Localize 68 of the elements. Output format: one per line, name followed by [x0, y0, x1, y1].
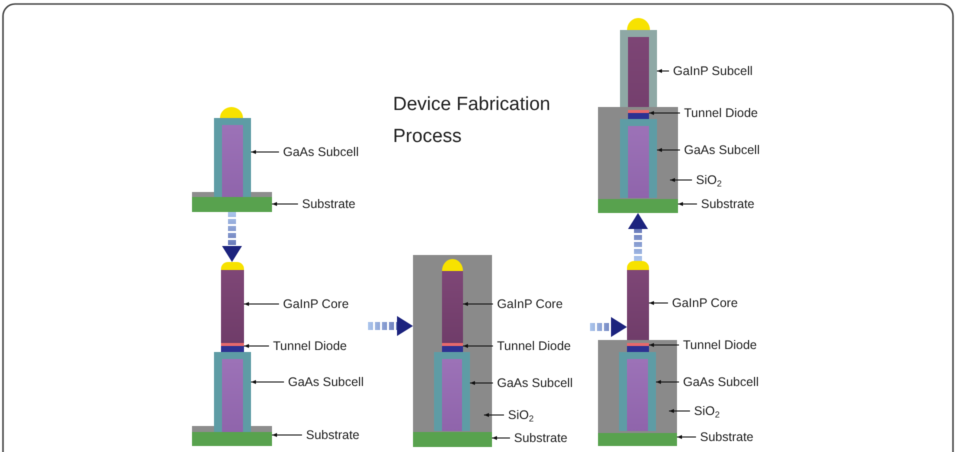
leader-line [656, 148, 680, 152]
part-label: GaAs Subcell [283, 145, 359, 159]
part-label: GaAs Subcell [683, 375, 759, 389]
subcell-layer [214, 352, 251, 432]
core-column [221, 262, 244, 343]
tunnel-diode-layer [627, 343, 649, 352]
part-label: GaInP Core [283, 297, 349, 311]
part-label: GaAs Subcell [684, 143, 760, 157]
subcell-layer [620, 119, 657, 198]
part-label: GaAs Subcell [288, 375, 364, 389]
substrate-layer [598, 199, 678, 213]
leader-line [656, 380, 680, 384]
process-arrow [590, 317, 627, 337]
leader-line [656, 69, 670, 73]
tunnel-diode-layer [442, 343, 463, 352]
part-label: SiO$_{2}$ [694, 404, 720, 418]
leader-line [492, 436, 510, 440]
part-label: GaInP Core [672, 296, 738, 310]
substrate-layer [413, 432, 492, 447]
leader-line [272, 433, 302, 437]
oxide-block [598, 107, 678, 199]
part-label: Tunnel Diode [683, 338, 757, 352]
process-arrow [222, 212, 242, 262]
leader-line [648, 111, 680, 115]
leader-line [648, 343, 680, 347]
leader-line [670, 178, 692, 182]
part-label: Substrate [306, 428, 360, 442]
subcell-layer [434, 352, 470, 431]
leader-line [272, 202, 298, 206]
part-label: GaAs Subcell [497, 376, 573, 390]
leader-line [250, 380, 284, 384]
part-label: Substrate [700, 430, 754, 444]
leader-line [470, 381, 494, 385]
leader-line [648, 301, 668, 305]
part-label: SiO$_{2}$ [696, 173, 722, 187]
part-label: Substrate [514, 431, 568, 445]
diagram-title: Device Fabrication Process [393, 93, 552, 149]
subcell-layer [214, 118, 251, 197]
part-label: SiO$_{2}$ [508, 408, 534, 422]
core-column [627, 261, 649, 342]
leader-line [462, 344, 494, 348]
leader-line [462, 302, 494, 306]
leader-line [676, 435, 696, 439]
substrate-layer [598, 433, 677, 446]
part-label: Substrate [302, 197, 356, 211]
part-label: Tunnel Diode [497, 339, 571, 353]
leader-line [250, 150, 280, 154]
substrate-layer [192, 197, 272, 212]
subcell-layer [619, 352, 656, 431]
tunnel-diode-layer [221, 343, 244, 352]
leader-line [484, 413, 504, 417]
substrate-layer [192, 432, 272, 446]
oxide-block [413, 255, 492, 432]
part-label: GaInP Subcell [673, 64, 753, 78]
leader-line [678, 202, 698, 206]
leader-line [244, 302, 280, 306]
process-arrow [368, 316, 413, 336]
part-label: Substrate [701, 197, 755, 211]
oxide-block [598, 340, 677, 433]
part-label: Tunnel Diode [684, 106, 758, 120]
part-label: Tunnel Diode [273, 339, 347, 353]
leader-line [668, 409, 690, 413]
leader-line [244, 344, 270, 348]
subcell-layer [620, 30, 657, 110]
core-column [442, 259, 463, 343]
process-arrow [628, 213, 648, 261]
part-label: GaInP Core [497, 297, 563, 311]
tunnel-diode-layer [628, 110, 649, 119]
